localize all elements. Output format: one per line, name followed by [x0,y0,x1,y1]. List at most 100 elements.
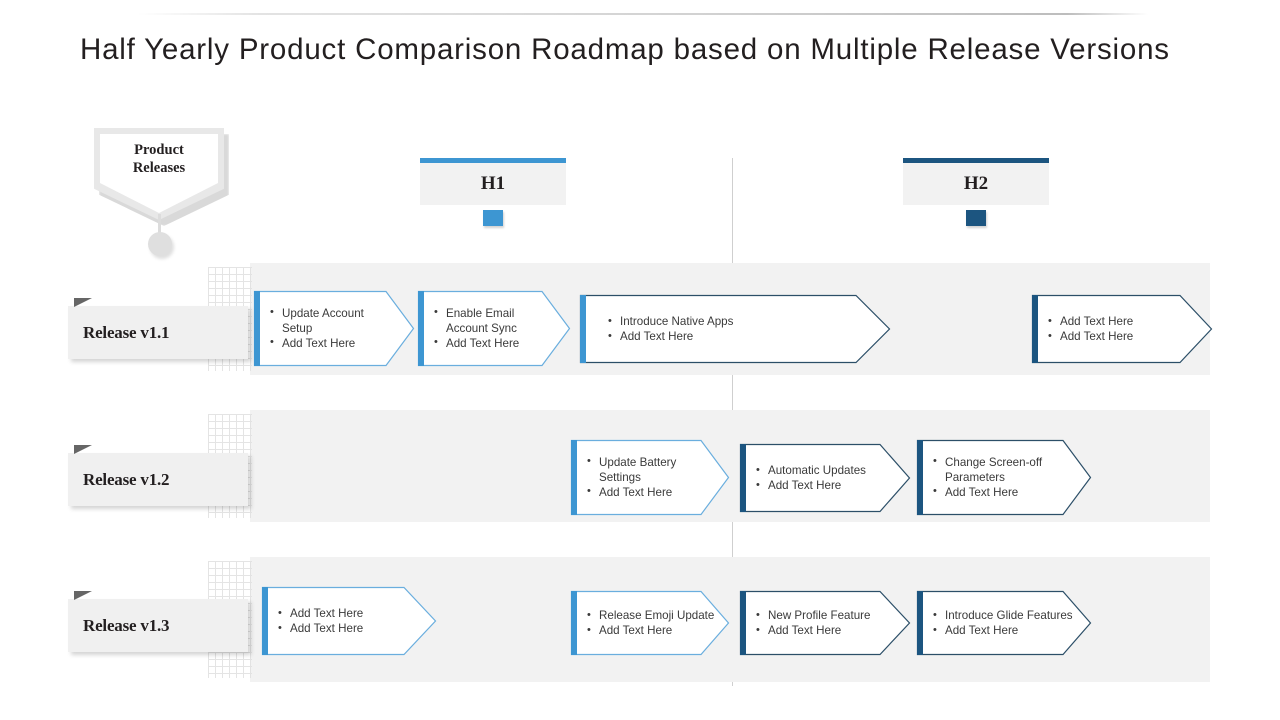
product-releases-badge: Product Releases [94,128,234,268]
arrow-bullet-item: Add Text Here [933,485,1042,500]
arrow-bullet-item: Add Text Here [1048,328,1134,344]
arrow-bullet-line: Add Text Here [446,337,520,351]
arrow-accent-edge [580,295,586,363]
half-year-header-h2[interactable]: H2 [903,158,1049,226]
arrow-bullet-line: Add Text Here [1060,330,1134,343]
arrow-bullet-list: Update AccountSetupAdd Text Here [270,305,364,352]
arrow-bullet-line: Account Sync [446,321,517,335]
arrow-bullet-line: Settings [599,470,641,484]
arrow-bullet-item: Add Text Here [756,622,870,638]
arrow-bullet-line: Enable Email [446,306,515,320]
folded-corner-icon [74,298,92,307]
arrow-bullet-line: Add Text Here [599,486,673,500]
release-label-1[interactable]: Release v1.1 [68,298,248,359]
arrow-bullet-item: Add Text Here [270,336,364,351]
arrow-bullet-line: Add Text Here [290,622,364,635]
arrow-bullet-list: Introduce Glide FeaturesAdd Text Here [933,607,1073,638]
folded-corner-icon [74,445,92,454]
arrow-bullet-item: Add Text Here [756,477,866,493]
arrow-bullet-item: Add Text Here [1048,313,1134,329]
milestone-arrow[interactable]: Introduce Glide FeaturesAdd Text Here [916,590,1092,656]
header-box: H2 [903,163,1049,205]
arrow-accent-edge [917,440,923,515]
arrow-bullet-item: Introduce Native Apps [608,313,734,329]
milestone-arrow[interactable]: Introduce Native AppsAdd Text Here [579,294,891,364]
milestone-arrow[interactable]: Update BatterySettingsAdd Text Here [570,439,730,516]
badge-label-line2: Releases [132,160,186,176]
milestone-arrow[interactable]: Add Text HereAdd Text Here [1031,294,1213,364]
arrow-bullet-item: Introduce Glide Features [933,607,1073,623]
arrow-bullet-item: Add Text Here [587,485,676,500]
header-accent-bar [903,158,1049,163]
header-label: H1 [480,173,506,194]
arrow-accent-edge [418,291,424,366]
release-label-2[interactable]: Release v1.2 [68,445,248,506]
arrow-bullet-item: Add Text Here [587,622,714,638]
arrow-bullet-line: New Profile Feature [768,608,871,622]
arrow-bullet-item: Add Text Here [933,622,1073,638]
arrow-bullet-item: New Profile Feature [756,607,871,623]
release-label-text: Release v1.3 [83,615,170,635]
arrow-bullet-line: Setup [282,321,313,335]
arrow-bullet-line: Update Account [282,306,364,320]
arrow-bullet-list: Release Emoji UpdateAdd Text Here [587,607,714,638]
release-label-box: Release v1.3 [68,591,248,652]
arrow-accent-edge [1032,295,1038,363]
milestone-arrow[interactable]: New Profile FeatureAdd Text Here [739,590,911,656]
badge-label-line1: Product [134,142,184,158]
arrow-accent-edge [740,444,746,512]
half-year-header-h1[interactable]: H1 [420,158,566,226]
arrow-bullet-item: Add Text Here [608,328,733,344]
arrow-bullet-line: Add Text Here [282,337,356,351]
arrow-bullet-list: Add Text HereAdd Text Here [278,605,364,636]
arrow-bullet-list: Change Screen-offParametersAdd Text Here [933,454,1042,501]
arrow-accent-edge [571,591,577,655]
milestone-arrow[interactable]: Add Text HereAdd Text Here [261,586,437,656]
header-accent-bar [420,158,566,163]
arrow-bullet-line: Add Text Here [768,624,842,637]
header-box: H1 [420,163,566,205]
arrow-bullet-item: Add Text Here [278,620,364,636]
release-label-3[interactable]: Release v1.3 [68,591,248,652]
arrow-bullet-line: Parameters [945,470,1005,484]
release-label-box: Release v1.2 [68,445,248,506]
arrow-bullet-line: Introduce Native Apps [620,314,734,328]
header-legend-chip [966,210,986,226]
arrow-bullet-line: Add Text Here [945,624,1019,637]
arrow-bullet-list: New Profile FeatureAdd Text Here [756,607,871,638]
arrow-bullet-list: Update BatterySettingsAdd Text Here [587,454,676,501]
badge-label: Product Releases [133,141,185,177]
milestone-arrow[interactable]: Automatic UpdatesAdd Text Here [739,443,911,513]
badge-dot [148,232,172,256]
arrow-bullet-list: Automatic UpdatesAdd Text Here [756,462,866,493]
page-title: Half Yearly Product Comparison Roadmap b… [80,33,1170,66]
arrow-bullet-list: Add Text HereAdd Text Here [1048,313,1134,344]
arrow-bullet-list: Introduce Native AppsAdd Text Here [608,313,734,344]
release-label-text: Release v1.2 [83,469,170,489]
badge-stem [158,214,161,236]
milestone-arrow[interactable]: Release Emoji UpdateAdd Text Here [570,590,730,656]
arrow-bullet-item: Add Text Here [434,336,519,351]
milestone-arrow[interactable]: Change Screen-offParametersAdd Text Here [916,439,1092,516]
arrow-accent-edge [262,587,268,655]
arrow-bullet-line: Add Text Here [1060,314,1134,328]
arrow-bullet-line: Automatic Updates [768,463,866,477]
arrow-bullet-item: Add Text Here [278,605,364,621]
arrow-bullet-line: Introduce Glide Features [945,608,1073,622]
arrow-bullet-line: Add Text Here [290,606,364,620]
release-label-box: Release v1.1 [68,298,248,359]
arrow-accent-edge [254,291,260,366]
arrow-accent-edge [740,591,746,655]
arrow-accent-edge [571,440,577,515]
header-label: H2 [963,173,989,194]
arrow-bullet-line: Add Text Here [620,330,694,343]
milestone-arrow[interactable]: Update AccountSetupAdd Text Here [253,290,415,367]
arrow-bullet-item: Automatic Updates [756,462,866,478]
arrow-bullet-line: Add Text Here [768,479,842,492]
